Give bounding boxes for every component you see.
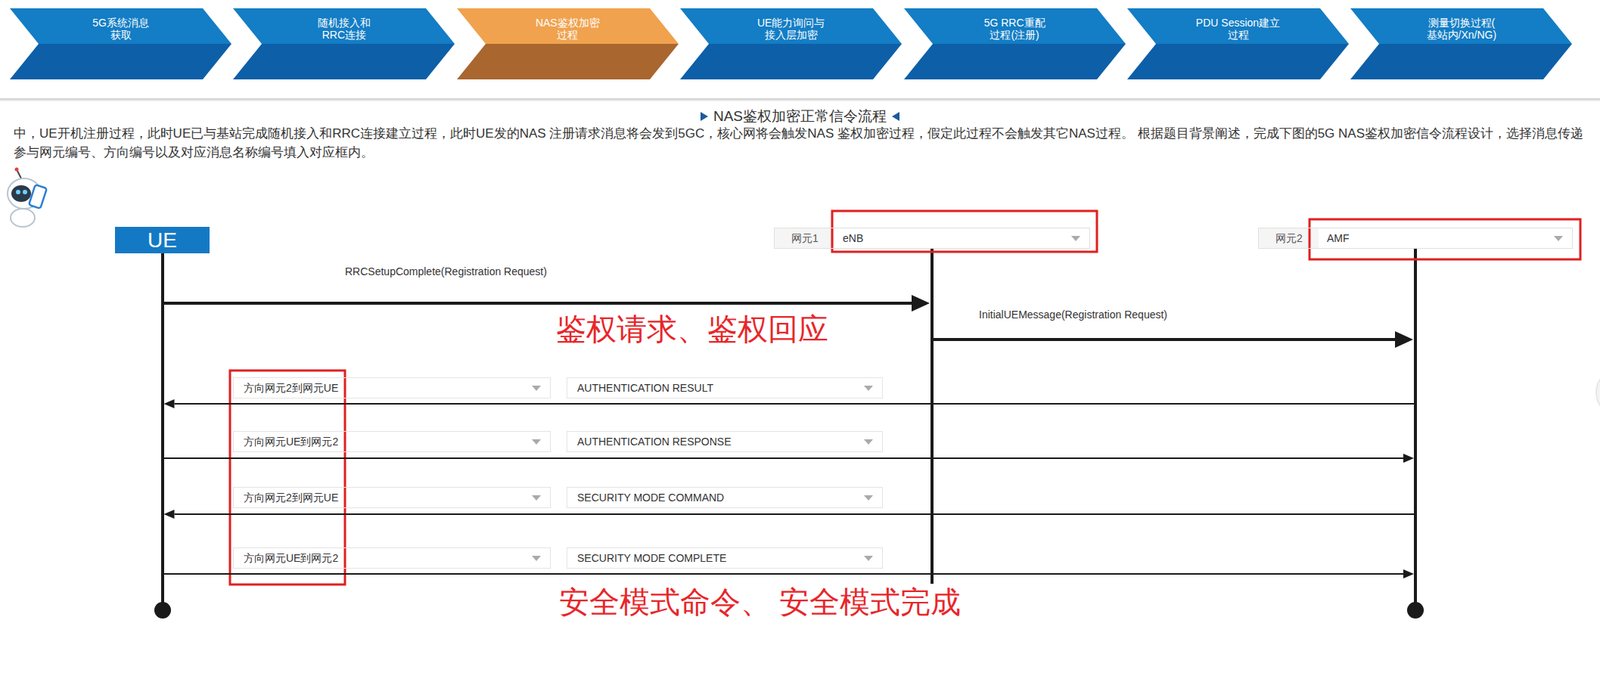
select-box: 方向网元UE到网元2: [233, 547, 551, 569]
arrow-head: [1403, 569, 1414, 579]
arrow-head: [1403, 453, 1414, 463]
select-box: 方向网元UE到网元2: [233, 431, 551, 453]
message-arrow: [164, 399, 1417, 409]
select-text: AMF: [1319, 228, 1350, 249]
highlight-box: [832, 211, 1097, 252]
lifeline: [1413, 248, 1417, 611]
message-label: RRCSetupComplete(Registration Request): [344, 264, 547, 280]
dropdown-caret: [531, 385, 541, 392]
select-text: 方向网元2到网元UE: [243, 487, 339, 508]
highlight-box: [229, 370, 345, 585]
select-text: SECURITY MODE COMPLETE: [577, 548, 727, 569]
process-tab: UE能力询问与 接入层加密: [680, 8, 902, 80]
participant-select: 网元2AMF: [1258, 227, 1573, 249]
lifeline: [161, 253, 165, 611]
scroll-button: [1596, 368, 1600, 417]
process-tab: 测量切换过程( 基站内/Xn/NG): [1350, 8, 1573, 80]
dropdown-caret: [531, 556, 541, 563]
dropdown-caret: [531, 439, 541, 446]
robot-icon: [7, 167, 47, 228]
arrow-head: [164, 509, 175, 519]
select-box: SECURITY MODE COMMAND: [566, 487, 883, 509]
arrow-line: [162, 573, 1405, 575]
title-triangle: [699, 111, 709, 122]
process-tab: 随机接入和 RRC连接: [233, 8, 455, 80]
select-text: 方向网元UE到网元2: [243, 431, 339, 452]
participant-select: 网元1eNB: [773, 227, 1091, 249]
tab-label: NAS鉴权加密 过程: [534, 16, 601, 41]
title-triangle: [891, 111, 901, 122]
tab-label: PDU Session建立 过程: [1195, 16, 1282, 41]
message-label: InitialUEMessage(Registration Request): [978, 307, 1168, 323]
tab-label: 5G系统消息 获取: [91, 16, 150, 41]
process-tab: 5G RRC重配 过程(注册): [904, 8, 1126, 80]
arrow-line: [174, 513, 1417, 516]
arrow-line: [932, 338, 1395, 342]
arrow-head: [164, 399, 175, 409]
dropdown-caret: [863, 556, 874, 563]
message-arrow: [162, 453, 1415, 463]
process-tab: PDU Session建立 过程: [1127, 8, 1349, 80]
divider-line: [0, 98, 1600, 100]
select-box: AUTHENTICATION RESPONSE: [566, 431, 883, 453]
title-row: NAS鉴权加密正常信令流程: [0, 106, 1600, 127]
dropdown-caret: [1071, 236, 1081, 243]
select-text: eNB: [835, 228, 864, 249]
lifeline: [930, 248, 934, 611]
dropdown-caret: [863, 495, 874, 502]
select-text: AUTHENTICATION RESPONSE: [577, 431, 732, 452]
annotation-text: 安全模式命令、 安全模式完成: [559, 584, 961, 621]
lifeline-end: [1407, 602, 1424, 619]
tab-label: 测量切换过程( 基站内/Xn/NG): [1425, 16, 1498, 41]
select-label: 网元1: [774, 228, 836, 249]
process-tab: NAS鉴权加密 过程: [456, 8, 679, 80]
tab-label: 5G RRC重配 过程(注册): [983, 16, 1047, 41]
participant-name: UE: [147, 228, 178, 252]
select-text: AUTHENTICATION RESULT: [577, 378, 714, 398]
dropdown-caret: [863, 439, 874, 446]
message-arrow: [162, 295, 931, 312]
select-box: AUTHENTICATION RESULT: [566, 377, 883, 399]
dropdown-caret: [1553, 236, 1563, 243]
arrow-line: [162, 457, 1405, 460]
select-box: SECURITY MODE COMPLETE: [566, 547, 883, 569]
tab-label: UE能力询问与 接入层加密: [756, 16, 827, 41]
message-arrow: [932, 331, 1414, 348]
instruction-text: 中，UE开机注册过程，此时UE已与基站完成随机接入和RRC连接建立过程，此时UE…: [13, 124, 1588, 162]
select-label-cell: [774, 228, 835, 249]
diagram-title: NAS鉴权加密正常信令流程: [713, 106, 887, 127]
arrow-line: [162, 301, 913, 305]
select-box: 方向网元2到网元UE: [233, 377, 551, 399]
tab-label: 随机接入和 RRC连接: [316, 16, 372, 41]
arrow-line: [174, 403, 1417, 405]
select-box: 方向网元2到网元UE: [233, 487, 551, 509]
participant-box: UE: [114, 226, 210, 254]
arrow-head: [911, 295, 930, 312]
annotation-text: 鉴权请求、鉴权回应: [556, 310, 829, 348]
message-arrow: [164, 509, 1417, 519]
arrow-head: [1394, 331, 1414, 348]
lifeline-end: [154, 602, 171, 619]
divider-shadow: [0, 99, 1600, 102]
message-arrow: [162, 569, 1415, 579]
select-text: 方向网元2到网元UE: [243, 378, 339, 398]
process-tab: 5G系统消息 获取: [9, 8, 232, 80]
dropdown-caret: [531, 495, 541, 502]
highlight-box: [1309, 219, 1581, 260]
select-text: SECURITY MODE COMMAND: [577, 487, 724, 508]
select-label: 网元2: [1258, 228, 1320, 249]
dropdown-caret: [863, 385, 874, 392]
select-text: 方向网元UE到网元2: [243, 548, 339, 569]
